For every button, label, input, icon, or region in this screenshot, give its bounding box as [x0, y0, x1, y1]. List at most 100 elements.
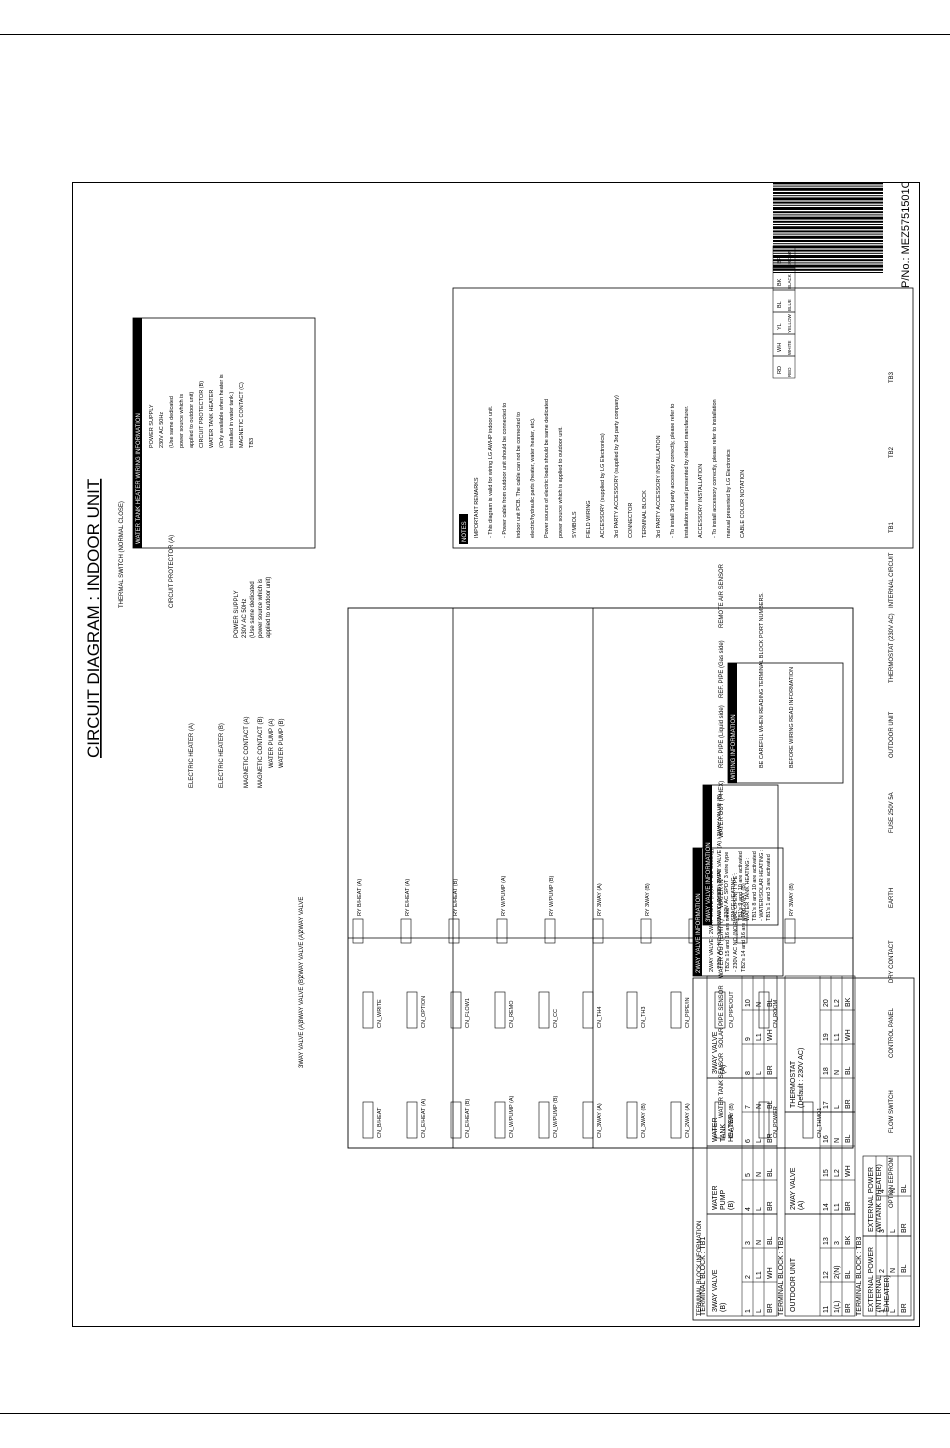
tb-group-name: (A)	[798, 1201, 805, 1210]
terminal-block-table: TERMINAL BLOCK INFORMATION TERMINAL BLOC…	[692, 975, 915, 1321]
valve-label: 3WAY VALVE (A)	[299, 1022, 305, 1068]
sensor-label: REF. PIPE (Liquid side)	[719, 705, 725, 768]
info-line: TB2's 15 and 16 are wired	[725, 908, 731, 972]
tb-port-signal: L	[756, 1309, 763, 1313]
tb-group-name: PUMP	[720, 1189, 727, 1210]
connector-label: CN_TH4	[597, 1007, 603, 1028]
connector-group: CN_CC	[538, 991, 559, 1029]
misc-label: TB3	[889, 371, 895, 383]
tb-port-signal: L1	[834, 1203, 841, 1211]
contact-label: MAGNETIC CONTACT (B)	[258, 717, 264, 788]
power-supply-label: 230V AC 50Hz	[242, 599, 248, 638]
info-line: - This diagram is valid for wiring LG AW…	[488, 405, 494, 538]
relay-group: RY E/HEAT (A)	[400, 879, 412, 944]
color-name: BLACK	[787, 274, 792, 289]
barcode-bar	[773, 224, 883, 225]
connector-box	[362, 991, 374, 1029]
relay-switch	[640, 918, 652, 944]
thermal-switch-label: THERMAL SWITCH (NORMAL CLOSE)	[119, 501, 125, 608]
tb-port-number: 17	[823, 1101, 830, 1109]
color-code: BK	[777, 278, 783, 286]
misc-label: FUSE 250V 5A	[889, 792, 895, 833]
barcode	[773, 82, 883, 273]
part-number: P/No.: MEZ5751501O	[900, 183, 912, 288]
connector-group: CN_3WAY (A)	[582, 1101, 603, 1139]
misc-label: CONTROL PANEL	[889, 1007, 895, 1058]
barcode-bar	[773, 187, 883, 191]
pump-label: WATER PUMP (B)	[279, 718, 285, 768]
tb-port-signal: 2(N)	[834, 1265, 841, 1279]
tb-title: TERMINAL BLOCK : TB2	[778, 1237, 785, 1316]
tb-port-signal: N	[834, 1070, 841, 1075]
info-line: indoor unit PCB. The cable can not be co…	[516, 412, 522, 538]
connector-box	[802, 1101, 814, 1139]
tb-port-color: BR	[901, 1303, 908, 1313]
connector-box	[538, 1101, 550, 1139]
connector-label: CN_REMO	[509, 1000, 515, 1028]
connector-group: CN_OPTION	[406, 991, 427, 1029]
tb-group-name: (INTERNAL	[876, 1275, 883, 1312]
valve-label: 3WAY VALVE (B)	[299, 977, 305, 1023]
connector-group: CN_B/HEAT	[362, 1101, 383, 1139]
tb-port-number: 7	[745, 1105, 752, 1109]
pump-label: WATER PUMP (A)	[269, 718, 275, 768]
connector-box	[538, 991, 550, 1029]
connector-label: CN_WRITE	[377, 999, 383, 1028]
tb-port-signal: N	[756, 1002, 763, 1007]
barcode-bar	[773, 262, 883, 264]
info-line: electric/hydraulic parts (heater, water …	[530, 417, 536, 538]
info-line: - WATER/SOLAR HEATING :	[759, 849, 765, 921]
connector-box	[670, 1101, 682, 1139]
tb-port-color: BR	[767, 1065, 774, 1075]
tb-port-number: 15	[823, 1169, 830, 1177]
relay-group: RY B/HEAT (A)	[352, 879, 364, 944]
tb-group-name: THERMOSTAT	[790, 1060, 797, 1108]
tb-port-color: BL	[845, 1270, 852, 1279]
tb-port-signal: 1(L)	[834, 1301, 841, 1313]
tb-port-signal: N	[834, 1138, 841, 1143]
misc-label: DRY CONTACT	[889, 940, 895, 983]
info-line: ACCESSORY (supplied by LG Electronics)	[600, 433, 606, 538]
info-line: WATER TANK HEATER	[209, 390, 215, 448]
connector-group: CN_WRITE	[362, 991, 383, 1029]
connector-box	[362, 1101, 374, 1139]
tb-port-number: 2	[745, 1275, 752, 1279]
tb-port-signal: N	[756, 1240, 763, 1245]
relay-group: RY 2WAY (B)	[736, 883, 748, 944]
relay-switch	[400, 918, 412, 944]
relay-label: RY 3WAY (B)	[789, 883, 795, 916]
tb-group-name: EXTERNAL POWER	[868, 1247, 875, 1312]
tb-group-name: HEATER	[728, 1114, 735, 1142]
tb-port-number: 20	[823, 999, 830, 1007]
connector-box	[494, 991, 506, 1029]
connector-box	[626, 1101, 638, 1139]
info-line: applied to outdoor unit)	[189, 392, 195, 448]
tb-port-signal: N	[756, 1172, 763, 1177]
tb-port-signal: L1	[756, 1033, 763, 1041]
connector-box	[714, 991, 726, 1029]
tb-port-color: BL	[767, 1236, 774, 1245]
info-line: - To install accessory correctly, please…	[712, 399, 718, 538]
info-line: installed in water tank.)	[229, 392, 235, 448]
color-name: BROWN	[787, 250, 792, 267]
tb-port-color: BL	[901, 1264, 908, 1273]
info-line: TB3	[249, 438, 255, 448]
barcode-bar	[773, 264, 883, 268]
power-supply-label: power source which is	[258, 579, 264, 638]
info-line: WATER TANK HEATING :	[745, 857, 751, 921]
tb-port-color: BR	[901, 1223, 908, 1233]
tb-group-name: TANK	[720, 1124, 727, 1142]
tb-port-color: BL	[767, 1168, 774, 1177]
connector-label: CN_3WAY (A)	[597, 1103, 603, 1138]
tb-port-color: BL	[845, 1066, 852, 1075]
relay-label: RY E/HEAT (B)	[453, 879, 459, 916]
wiring-info-header: WIRING INFORMATION	[731, 714, 737, 780]
info-line: CONNECTOR	[628, 503, 634, 538]
power-supply-label: applied to outdoor unit)	[266, 577, 272, 638]
tb-port-number: 18	[823, 1067, 830, 1075]
connector-label: CN_E/HEAT (A)	[421, 1099, 427, 1138]
info-line: SPACE HEATING :	[731, 874, 737, 921]
barcode-bar	[773, 182, 883, 185]
tb-port-color: BK	[845, 1235, 852, 1245]
tb-group-name: (Default : 230V AC)	[798, 1048, 805, 1108]
